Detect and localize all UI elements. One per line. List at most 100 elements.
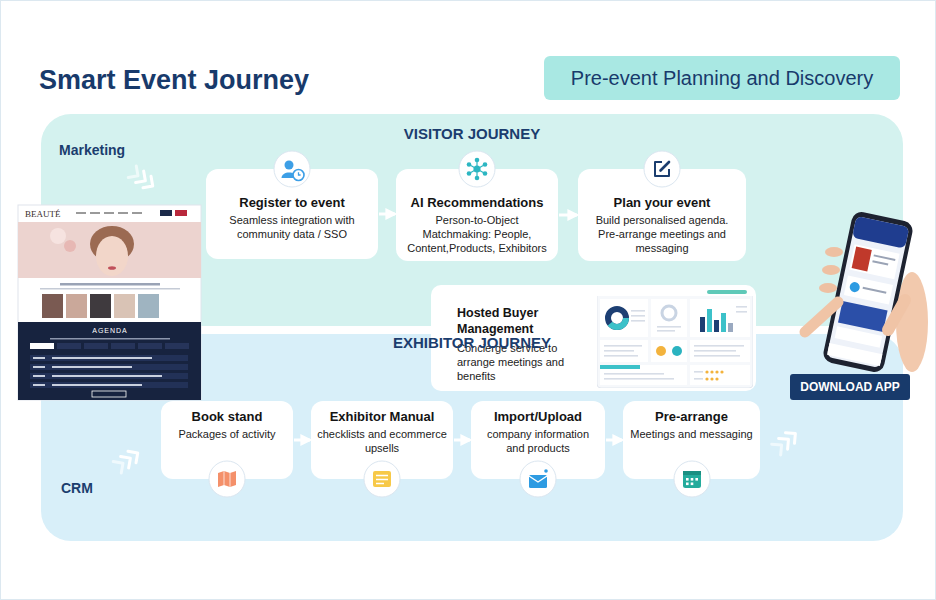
step-icon <box>674 461 710 497</box>
step-icon <box>458 150 496 188</box>
phone-in-hand <box>825 247 843 257</box>
step-description: checklists and ecommerce upsells <box>317 427 447 455</box>
section-label: CRM <box>61 480 93 496</box>
step-title: AI Recommendations <box>404 195 550 211</box>
website-screenshot <box>18 322 201 400</box>
section-label: Marketing <box>59 142 125 158</box>
website-screenshot <box>92 391 126 397</box>
step-icon <box>363 460 401 498</box>
step-description: Meetings and messaging <box>629 427 754 441</box>
button-label: DOWNLOAD APP <box>800 380 900 394</box>
phone-body <box>874 254 896 261</box>
flow-connector <box>294 439 310 442</box>
flow-connector <box>454 439 470 442</box>
website-screenshot <box>30 355 188 361</box>
website-screenshot <box>104 212 114 214</box>
step-description: Packages of activity <box>167 427 287 441</box>
step-icon <box>519 460 557 498</box>
label-holder: AGENDA <box>71 327 149 335</box>
website-screenshot <box>50 338 170 340</box>
website-screenshot <box>33 357 45 359</box>
step-icon <box>209 461 245 497</box>
website-screenshot <box>52 384 142 386</box>
step-icon <box>273 150 311 188</box>
step-title: Exhibitor Manual <box>317 409 447 425</box>
step-icon <box>673 460 711 498</box>
connector-group <box>294 214 622 440</box>
website-screenshot <box>64 240 76 252</box>
band-title: EXHIBITOR JOURNEY <box>393 334 551 352</box>
website-screenshot <box>138 343 162 349</box>
phone-body <box>844 275 893 304</box>
step-icon <box>208 460 246 498</box>
step-icon <box>520 461 556 497</box>
website-screenshot <box>30 382 188 388</box>
phone-in-hand <box>805 302 838 332</box>
phone-body <box>822 210 915 374</box>
website-screenshot <box>52 366 132 368</box>
step-title: Pre-arrange <box>629 409 754 425</box>
step-title: Import/Upload <box>477 409 599 425</box>
phone-body <box>852 216 909 249</box>
website-screenshot <box>118 212 128 214</box>
step-icon <box>644 151 680 187</box>
website-screenshot <box>138 294 159 318</box>
flow-chevrons <box>121 452 135 467</box>
phone-body <box>838 301 888 332</box>
flow-chevrons <box>772 440 786 455</box>
flow-chevrons <box>772 428 800 455</box>
flow-chevrons <box>143 176 157 191</box>
flow-connector <box>379 213 395 216</box>
website-screenshot <box>33 384 45 386</box>
phone-in-hand <box>888 300 905 330</box>
flow-connector <box>606 439 622 442</box>
website-screenshot <box>175 210 187 216</box>
step-title: Book stand <box>167 409 287 425</box>
phone-in-hand <box>805 210 928 374</box>
phone-in-hand <box>896 272 928 372</box>
dashboard-screenshot <box>597 288 753 388</box>
phase-tag: Pre-event Planning and Discovery <box>544 56 900 100</box>
website-screenshot <box>60 283 160 286</box>
website-screenshot <box>50 228 66 244</box>
app-button: DOWNLOAD APP <box>790 374 910 400</box>
flow-chevrons <box>128 166 157 192</box>
dashboard-screenshot <box>597 288 753 388</box>
label-holder: Marketing <box>59 142 125 158</box>
label-holder: BEAUTÉ <box>25 209 61 219</box>
step-description: Seamless integration with community data… <box>214 213 370 241</box>
flow-chevrons <box>786 428 800 443</box>
flow-chevrons <box>136 171 150 186</box>
step-icon <box>274 151 310 187</box>
website-screenshot <box>66 294 87 318</box>
decorative-arrows <box>113 166 800 473</box>
phone-body <box>863 287 887 294</box>
website-screenshot <box>160 210 172 216</box>
phase-label: Pre-event Planning and Discovery <box>571 67 873 90</box>
website-screenshot <box>132 212 142 214</box>
diagram-title: Smart Event Journey <box>39 65 309 96</box>
step-box: Exhibitor Manual checklists and ecommerce… <box>311 401 453 479</box>
website-screenshot <box>33 375 45 377</box>
step-title: Register to event <box>214 195 370 211</box>
phone-body <box>852 247 872 272</box>
website-screenshot <box>33 366 45 368</box>
step-box: AI RecommendationsPerson-to-Object Match… <box>396 169 558 261</box>
website-screenshot <box>114 294 135 318</box>
phone-body <box>835 326 882 347</box>
website-screenshot <box>40 288 180 290</box>
website-screenshot <box>30 373 188 379</box>
website-screenshot <box>108 266 116 270</box>
flow-connector <box>559 214 577 217</box>
flow-chevrons <box>779 434 793 449</box>
site-heading: AGENDA <box>71 327 149 335</box>
step-description: Person-to-Object Matchmaking: People, Co… <box>404 213 550 255</box>
flow-chevrons <box>113 458 127 473</box>
website-screenshot <box>52 375 162 377</box>
step-icon <box>364 461 400 497</box>
step-box: Import/Uploadcompany information and pro… <box>471 401 605 479</box>
website-screenshot <box>30 364 188 370</box>
website-screenshot <box>165 343 189 349</box>
website-screenshot <box>90 212 100 214</box>
title-holder: Smart Event Journey <box>39 65 309 96</box>
